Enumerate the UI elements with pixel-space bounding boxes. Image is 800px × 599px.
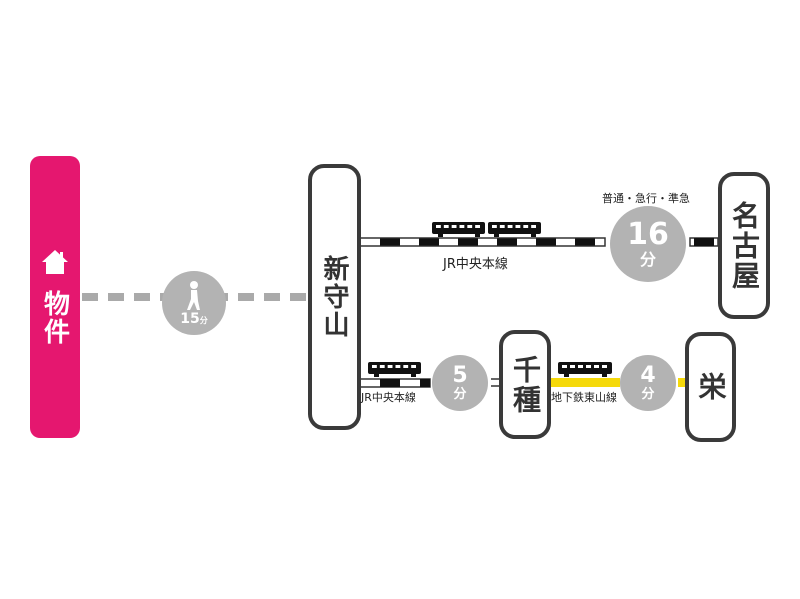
station-shinmoriyama[interactable]: 新守山	[308, 164, 361, 430]
time-badge-chikusa: 5 分	[432, 355, 488, 411]
unit: 分	[641, 387, 655, 402]
origin-label: 物件	[39, 290, 70, 346]
minutes: 5	[452, 363, 468, 388]
walk-time-badge: 15分	[162, 271, 226, 335]
walk-minutes: 15	[180, 310, 200, 327]
minutes: 16	[627, 217, 669, 252]
train-icon	[432, 222, 485, 237]
walking-person-icon	[187, 280, 200, 310]
subway-line	[551, 378, 620, 387]
station-name: 名古屋	[728, 200, 761, 291]
station-name: 千種	[509, 354, 542, 415]
station-chikusa[interactable]: 千種	[499, 330, 551, 439]
train-icon	[368, 362, 421, 377]
line-label-bottom-jr: JR中央本線	[361, 391, 416, 404]
service-type-label: 普通・急行・準急	[602, 192, 690, 205]
time-badge-nagoya: 16 分	[610, 206, 686, 282]
unit: 分	[453, 387, 467, 402]
station-nagoya[interactable]: 名古屋	[718, 172, 770, 319]
minutes: 4	[640, 363, 656, 388]
line-label-top: JR中央本線	[443, 257, 508, 272]
station-sakae[interactable]: 栄	[685, 332, 736, 442]
unit: 分	[639, 250, 656, 269]
train-icon	[488, 222, 541, 237]
train-icon	[558, 362, 612, 377]
walk-unit: 分	[199, 315, 208, 325]
station-name: 新守山	[319, 255, 349, 339]
subway-line-end	[678, 378, 685, 387]
origin-box: 物件	[30, 156, 80, 438]
time-badge-sakae: 4 分	[620, 355, 676, 411]
station-name: 栄	[694, 372, 728, 402]
line-label-subway: 地下鉄東山線	[551, 391, 617, 404]
house-icon	[42, 250, 68, 274]
